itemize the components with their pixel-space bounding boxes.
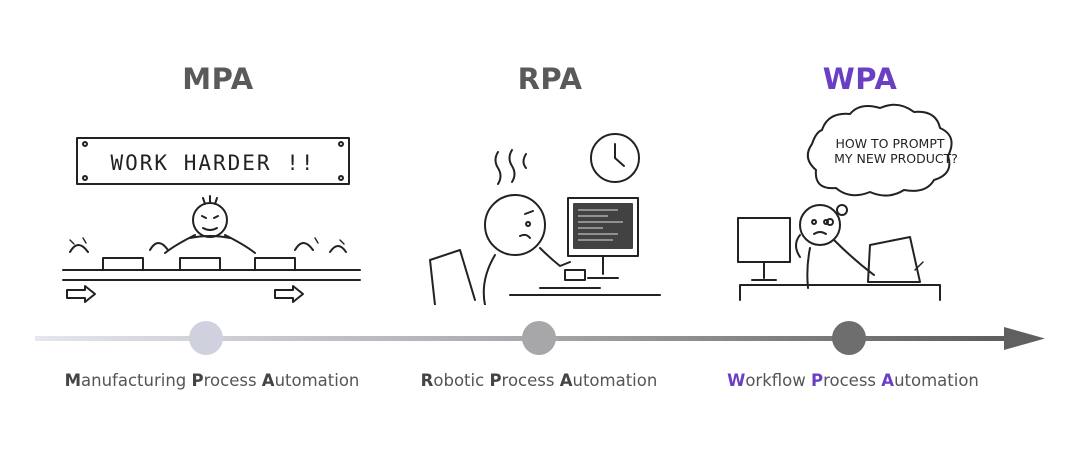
- work-harder-sign: [76, 137, 350, 185]
- caption-wpa: Workflow Process Automation: [712, 371, 994, 390]
- caption-wpa-initial-3: A: [881, 371, 895, 390]
- caption-rpa-initial-3: A: [559, 371, 573, 390]
- caption-wpa-word-2: rocess: [823, 371, 882, 390]
- caption-wpa-initial-2: P: [811, 371, 824, 390]
- caption-mpa-word-3: utomation: [274, 371, 360, 390]
- era-title-mpa: MPA: [182, 62, 254, 96]
- caption-rpa-initial-1: R: [420, 371, 434, 390]
- caption-mpa-initial-2: P: [191, 371, 204, 390]
- caption-wpa-initial-1: W: [727, 371, 746, 390]
- caption-mpa-initial-3: A: [261, 371, 275, 390]
- caption-rpa: Robotic Process Automation: [408, 371, 670, 390]
- caption-rpa-word-1: obotic: [433, 371, 490, 390]
- caption-mpa-initial-1: M: [64, 371, 82, 390]
- caption-mpa-word-2: rocess: [203, 371, 262, 390]
- thinking-worker-illustration: HOW TO PROMPT MY NEW PRODUCT?: [737, 103, 958, 301]
- laptop-icon: [867, 236, 921, 283]
- caption-wpa-word-3: utomation: [894, 371, 979, 390]
- sign-text: WORK HARDER !!: [110, 151, 315, 175]
- timeline-node-wpa: [832, 321, 866, 355]
- factory-worker-illustration: WORK HARDER !!: [62, 137, 361, 303]
- era-title-rpa: RPA: [517, 62, 583, 96]
- era-title-wpa: WPA: [822, 62, 898, 96]
- caption-mpa-word-1: anufacturing: [81, 371, 192, 390]
- caption-rpa-word-3: utomation: [572, 371, 658, 390]
- timeline-node-rpa: [522, 321, 556, 355]
- timeline-node-mpa: [189, 321, 223, 355]
- clock-icon: [590, 133, 640, 183]
- thought-bubble: [806, 103, 953, 197]
- thought-line-1: HOW TO PROMPT: [835, 136, 944, 151]
- office-worker-illustration: [429, 133, 661, 305]
- caption-wpa-word-1: orkflow: [745, 371, 811, 390]
- thought-line-2: MY NEW PRODUCT?: [834, 151, 958, 166]
- timeline-arrowhead: [1004, 327, 1045, 350]
- caption-rpa-word-2: rocess: [501, 371, 560, 390]
- caption-mpa: Manufacturing Process Automation: [52, 371, 372, 390]
- caption-rpa-initial-2: P: [489, 371, 502, 390]
